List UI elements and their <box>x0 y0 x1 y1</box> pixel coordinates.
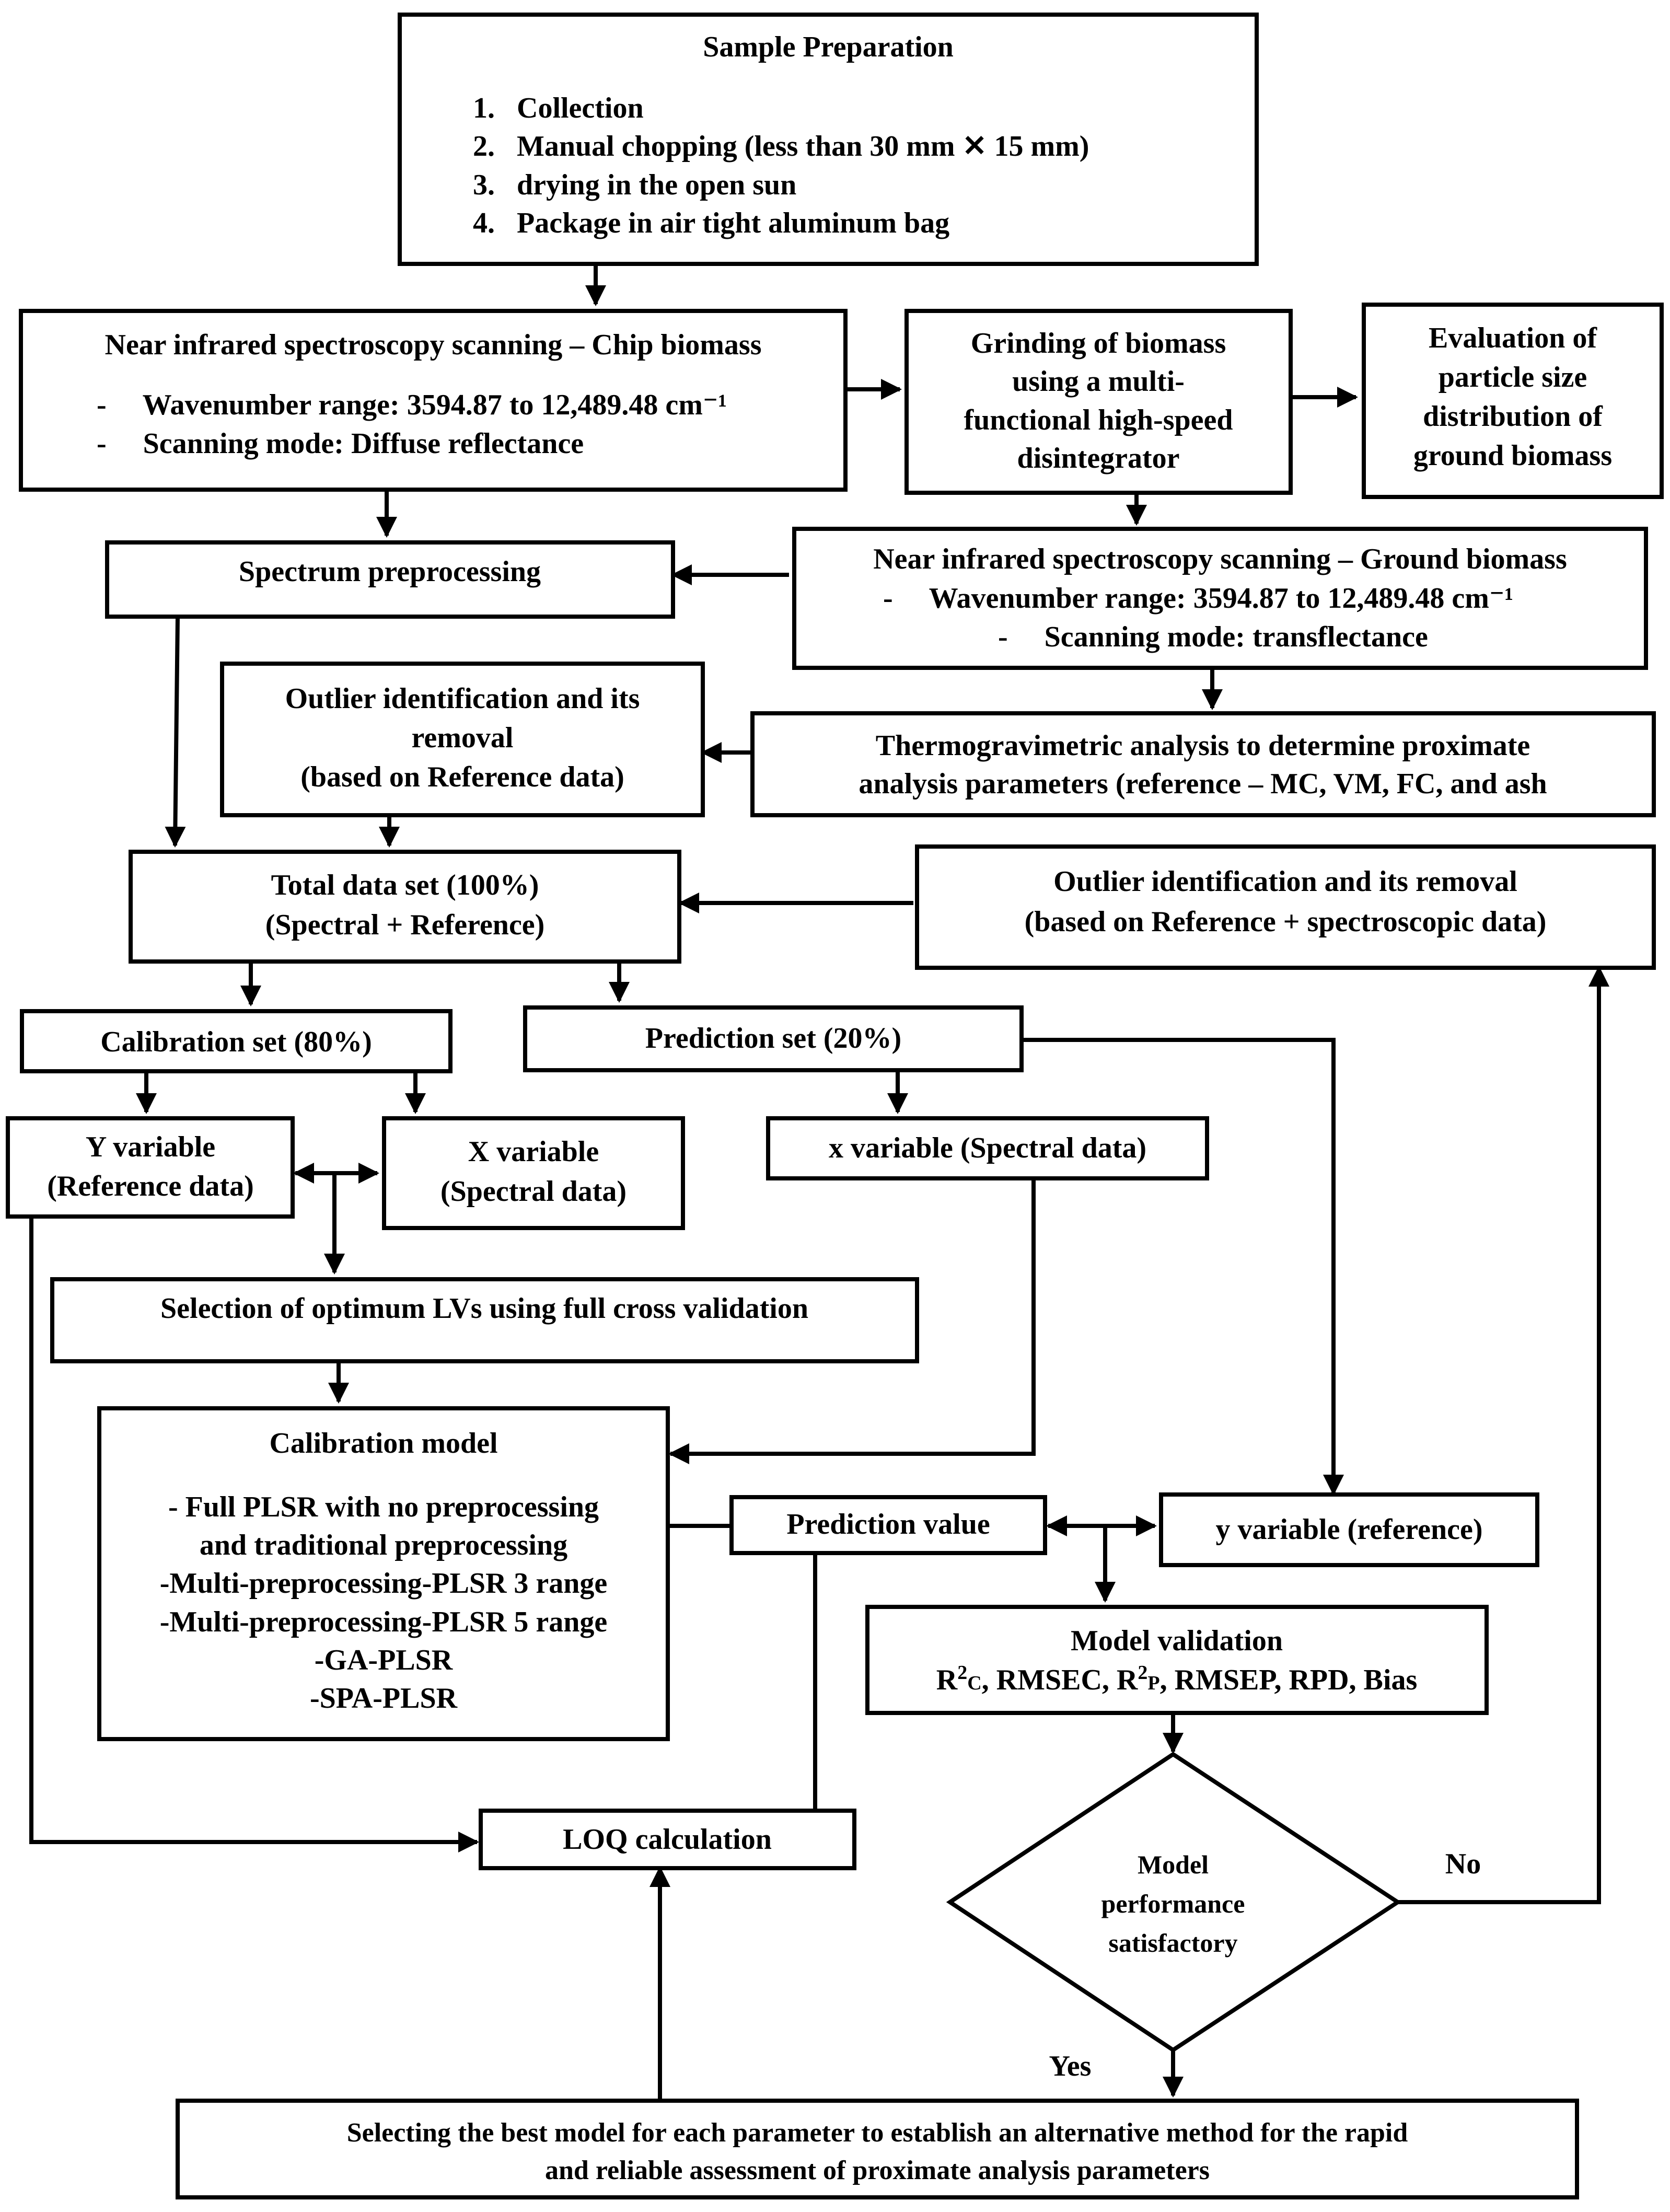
nir-ground-title: Near infrared spectroscopy scanning – Gr… <box>873 543 1567 575</box>
sample-step-1: 1. Collection <box>473 92 644 124</box>
decision-line-2: performance <box>1101 1889 1245 1918</box>
calibration-model-box: Calibration model - Full PLSR with no pr… <box>97 1406 670 1741</box>
decision-diamond: Model performance satisfactory <box>946 1752 1402 2053</box>
spectrum-preprocessing-box: Spectrum preprocessing <box>105 540 675 619</box>
connectors <box>29 264 1609 2101</box>
arrow-prediction-to-yref <box>1022 1038 1344 1496</box>
total-dataset-line-2: (Spectral + Reference) <box>265 909 545 941</box>
particle-size-line-2: particle size <box>1439 361 1587 393</box>
decision-line-1: Model <box>1138 1850 1209 1879</box>
lv-selection-box: Selection of optimum LVs using full cros… <box>50 1277 919 1363</box>
calibration-model-line-5: -GA-PLSR <box>315 1644 453 1676</box>
loq-label: LOQ calculation <box>563 1823 772 1856</box>
spectrum-preprocessing-label: Spectrum preprocessing <box>239 555 541 588</box>
prediction-value-box: Prediction value <box>729 1495 1047 1555</box>
x-variable-line-1: X variable <box>468 1136 599 1168</box>
y-variable-reference-box: y variable (reference) <box>1159 1492 1539 1567</box>
sample-step-3: 3. drying in the open sun <box>473 169 796 201</box>
best-model-box: Selecting the best model for each parame… <box>176 2099 1579 2199</box>
grinding-line-4: disintegrator <box>1017 442 1179 474</box>
calibration-model-line-4: -Multi-preprocessing-PLSR 5 range <box>160 1606 608 1638</box>
y-variable-box: Y variable (Reference data) <box>6 1116 295 1219</box>
outlier-spectroscopic-line-2: (based on Reference + spectroscopic data… <box>1025 906 1547 938</box>
nir-ground-wavenumber: - Wavenumber range: 3594.87 to 12,489.48… <box>883 582 1513 615</box>
sample-preparation-title: Sample Preparation <box>703 31 954 63</box>
prediction-value-label: Prediction value <box>786 1508 990 1541</box>
loq-box: LOQ calculation <box>479 1809 856 1870</box>
grinding-line-1: Grinding of biomass <box>971 327 1226 360</box>
arrow-spectrum-to-total <box>165 616 186 848</box>
model-validation-box: Model validation R2C, RMSEC, R2P, RMSEP,… <box>865 1605 1489 1715</box>
outlier-spectroscopic-box: Outlier identification and its removal (… <box>915 844 1656 970</box>
nir-chip-title: Near infrared spectroscopy scanning – Ch… <box>105 329 762 361</box>
y-variable-reference-label: y variable (reference) <box>1215 1513 1482 1546</box>
calibration-model-title: Calibration model <box>269 1427 497 1460</box>
outlier-reference-box: Outlier identification and its removal (… <box>220 662 705 817</box>
arrow-xpred-to-calibration-model <box>668 1178 1036 1464</box>
outlier-reference-line-2: removal <box>412 722 514 754</box>
tga-box: Thermogravimetric analysis to determine … <box>750 711 1656 817</box>
sample-step-2: 2. Manual chopping (less than 30 mm ✕ 15… <box>473 130 1089 163</box>
label-no: No <box>1445 1848 1481 1880</box>
particle-size-line-1: Evaluation of <box>1429 322 1597 354</box>
x-variable-line-2: (Spectral data) <box>440 1175 627 1208</box>
nir-chip-scanning-mode: - Scanning mode: Diffuse reflectance <box>97 427 584 460</box>
nir-ground-scanning-mode: - Scanning mode: transflectance <box>998 621 1428 653</box>
y-variable-line-1: Y variable <box>86 1131 215 1163</box>
total-dataset-box: Total data set (100%) (Spectral + Refere… <box>129 850 681 964</box>
calibration-model-line-6: -SPA-PLSR <box>310 1682 458 1715</box>
calibration-model-line-2: and traditional preprocessing <box>200 1529 567 1561</box>
grinding-line-3: functional high-speed <box>964 404 1233 436</box>
decision-line-3: satisfactory <box>1108 1928 1237 1958</box>
total-dataset-line-1: Total data set (100%) <box>271 869 539 901</box>
x-variable-prediction-box: x variable (Spectral data) <box>766 1116 1209 1180</box>
x-variable-box: X variable (Spectral data) <box>382 1116 685 1230</box>
sample-preparation-box: Sample Preparation 1. Collection 2. Manu… <box>398 13 1259 266</box>
tga-line-2: analysis parameters (reference – MC, VM,… <box>859 768 1547 800</box>
tga-line-1: Thermogravimetric analysis to determine … <box>876 729 1530 762</box>
nir-chip-wavenumber: - Wavenumber range: 3594.87 to 12,489.48… <box>97 389 727 421</box>
outlier-reference-line-1: Outlier identification and its <box>285 682 640 715</box>
arrow-y-to-loq <box>29 1217 479 1852</box>
prediction-set-label: Prediction set (20%) <box>645 1022 901 1055</box>
calibration-model-line-1: - Full PLSR with no preprocessing <box>168 1491 599 1523</box>
particle-size-line-3: distribution of <box>1423 400 1603 433</box>
sample-step-4: 4. Package in air tight aluminum bag <box>473 207 949 239</box>
outlier-spectroscopic-line-1: Outlier identification and its removal <box>1053 865 1517 898</box>
best-model-line-1: Selecting the best model for each parame… <box>347 2118 1408 2148</box>
calibration-model-line-3: -Multi-preprocessing-PLSR 3 range <box>160 1567 608 1600</box>
label-yes: Yes <box>1049 2050 1092 2082</box>
calibration-set-label: Calibration set (80%) <box>100 1026 372 1058</box>
outlier-reference-line-3: (based on Reference data) <box>300 761 624 793</box>
calibration-set-box: Calibration set (80%) <box>20 1009 453 1073</box>
y-variable-line-2: (Reference data) <box>47 1170 253 1202</box>
nir-chip-box: Near infrared spectroscopy scanning – Ch… <box>19 309 848 492</box>
prediction-set-box: Prediction set (20%) <box>523 1005 1024 1072</box>
best-model-line-2: and reliable assessment of proximate ana… <box>545 2156 1210 2185</box>
arrow-decision-no-to-outlier2 <box>1398 966 1609 1904</box>
x-variable-prediction-label: x variable (Spectral data) <box>829 1132 1146 1164</box>
nir-ground-box: Near infrared spectroscopy scanning – Gr… <box>792 527 1648 670</box>
model-validation-title: Model validation <box>1071 1625 1283 1657</box>
grinding-box: Grinding of biomass using a multi- funct… <box>904 309 1293 495</box>
grinding-line-2: using a multi- <box>1012 365 1185 398</box>
particle-size-line-4: ground biomass <box>1413 439 1612 472</box>
particle-size-box: Evaluation of particle size distribution… <box>1362 303 1664 499</box>
lv-selection-label: Selection of optimum LVs using full cros… <box>160 1292 808 1325</box>
model-validation-metrics: R2C, RMSEC, R2P, RMSEP, RPD, Bias <box>936 1662 1417 1696</box>
